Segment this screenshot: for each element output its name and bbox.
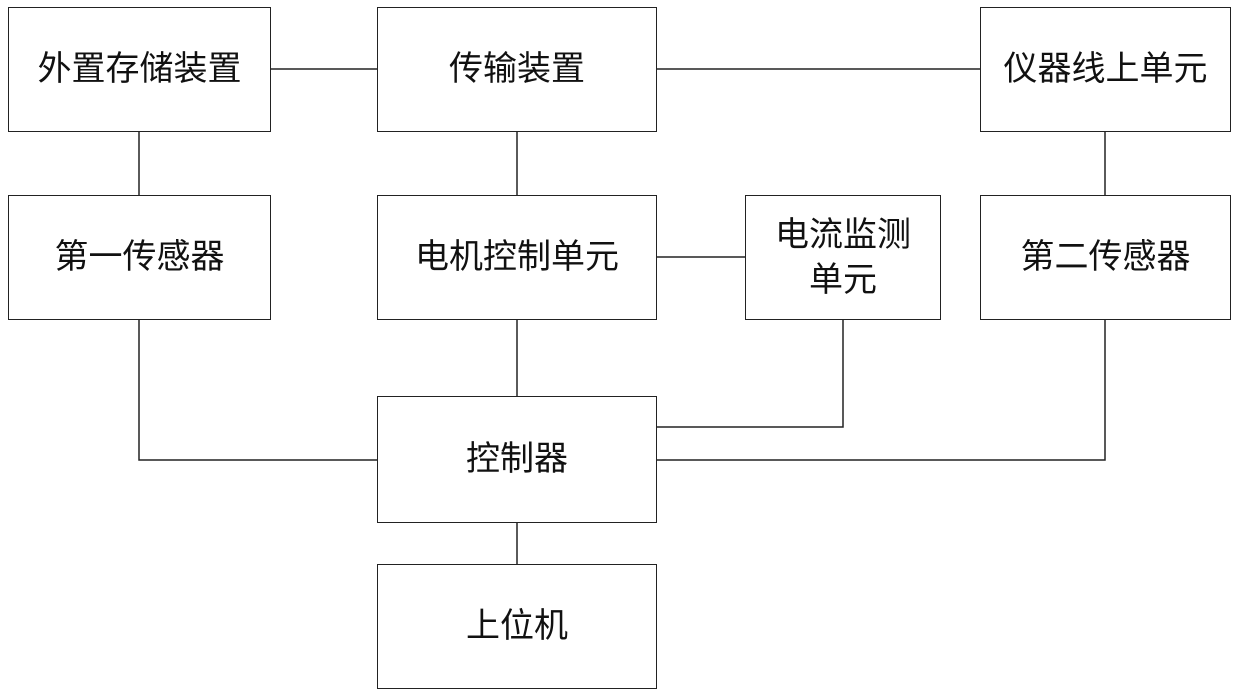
transmission-node: 传输装置 [377, 7, 657, 132]
instrument-online-unit-label: 仪器线上单元 [1004, 47, 1208, 91]
edge-first-sensor-controller [139, 319, 377, 460]
motor-control-unit-node: 电机控制单元 [377, 195, 657, 320]
current-monitor-unit-label: 电流监测单元 [760, 213, 926, 301]
edge-current-monitor-controller [657, 319, 843, 427]
instrument-online-unit-node: 仪器线上单元 [980, 7, 1231, 132]
transmission-label: 传输装置 [449, 47, 585, 91]
controller-label: 控制器 [466, 437, 568, 481]
external-storage-node: 外置存储装置 [8, 7, 271, 132]
second-sensor-node: 第二传感器 [980, 195, 1231, 320]
motor-control-unit-label: 电机控制单元 [415, 235, 619, 279]
controller-node: 控制器 [377, 396, 657, 523]
edge-second-sensor-controller [657, 319, 1105, 460]
external-storage-label: 外置存储装置 [38, 47, 242, 91]
second-sensor-label: 第二传感器 [1021, 235, 1191, 279]
host-computer-label: 上位机 [466, 604, 568, 648]
first-sensor-node: 第一传感器 [8, 195, 271, 320]
host-computer-node: 上位机 [377, 564, 657, 689]
first-sensor-label: 第一传感器 [55, 235, 225, 279]
current-monitor-unit-node: 电流监测单元 [745, 195, 941, 320]
